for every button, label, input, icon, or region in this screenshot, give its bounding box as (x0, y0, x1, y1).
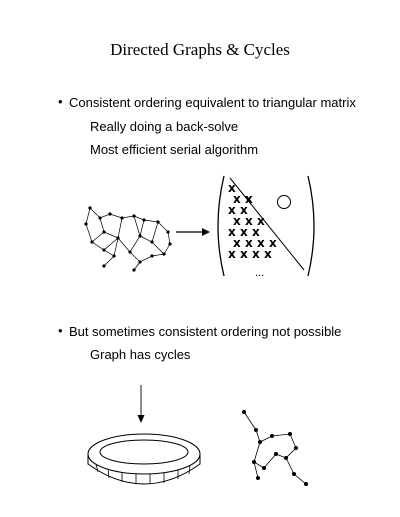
matrix-entry: x (240, 247, 248, 261)
matrix-entry: x (233, 214, 241, 228)
matrix-entry: x (245, 192, 253, 206)
matrix-entry: x (228, 181, 236, 195)
subpoint-efficient-algorithm: Most efficient serial algorithm (90, 142, 259, 157)
matrix-entry: x (233, 236, 241, 250)
cycle-graph (242, 410, 308, 486)
matrix-entry: x (264, 247, 272, 261)
arrow-right-icon (176, 228, 210, 236)
matrix-entry: x (245, 214, 253, 228)
matrix-entry: x (228, 203, 236, 217)
matrix-entry: x (257, 236, 265, 250)
subpoint-back-solve: Really doing a back-solve (90, 119, 239, 134)
matrix-entry: x (228, 247, 236, 261)
matrix-entry: x (240, 225, 248, 239)
matrix-entry: x (257, 214, 265, 228)
ring-cycle-diagram (87, 433, 201, 485)
matrix-entry: x (252, 247, 260, 261)
bullet-marker: • (58, 323, 63, 338)
bullet-ordering-not-possible: But sometimes consistent ordering not po… (69, 324, 342, 339)
matrix-entry: x (240, 203, 248, 217)
matrix-entry: x (269, 236, 277, 250)
matrix-entry: x (228, 225, 236, 239)
matrix-entry: x (233, 192, 241, 206)
dag-graph (84, 206, 172, 272)
bullet-marker: • (58, 94, 63, 109)
page-title: Directed Graphs & Cycles (110, 40, 290, 59)
matrix-ellipsis: ... (255, 267, 264, 279)
matrix-entry: x (252, 225, 260, 239)
subpoint-graph-cycles: Graph has cycles (90, 347, 191, 362)
arrow-down-icon (137, 385, 145, 423)
matrix-entry: x (245, 236, 253, 250)
bullet-consistent-ordering: Consistent ordering equivalent to triang… (69, 95, 356, 110)
